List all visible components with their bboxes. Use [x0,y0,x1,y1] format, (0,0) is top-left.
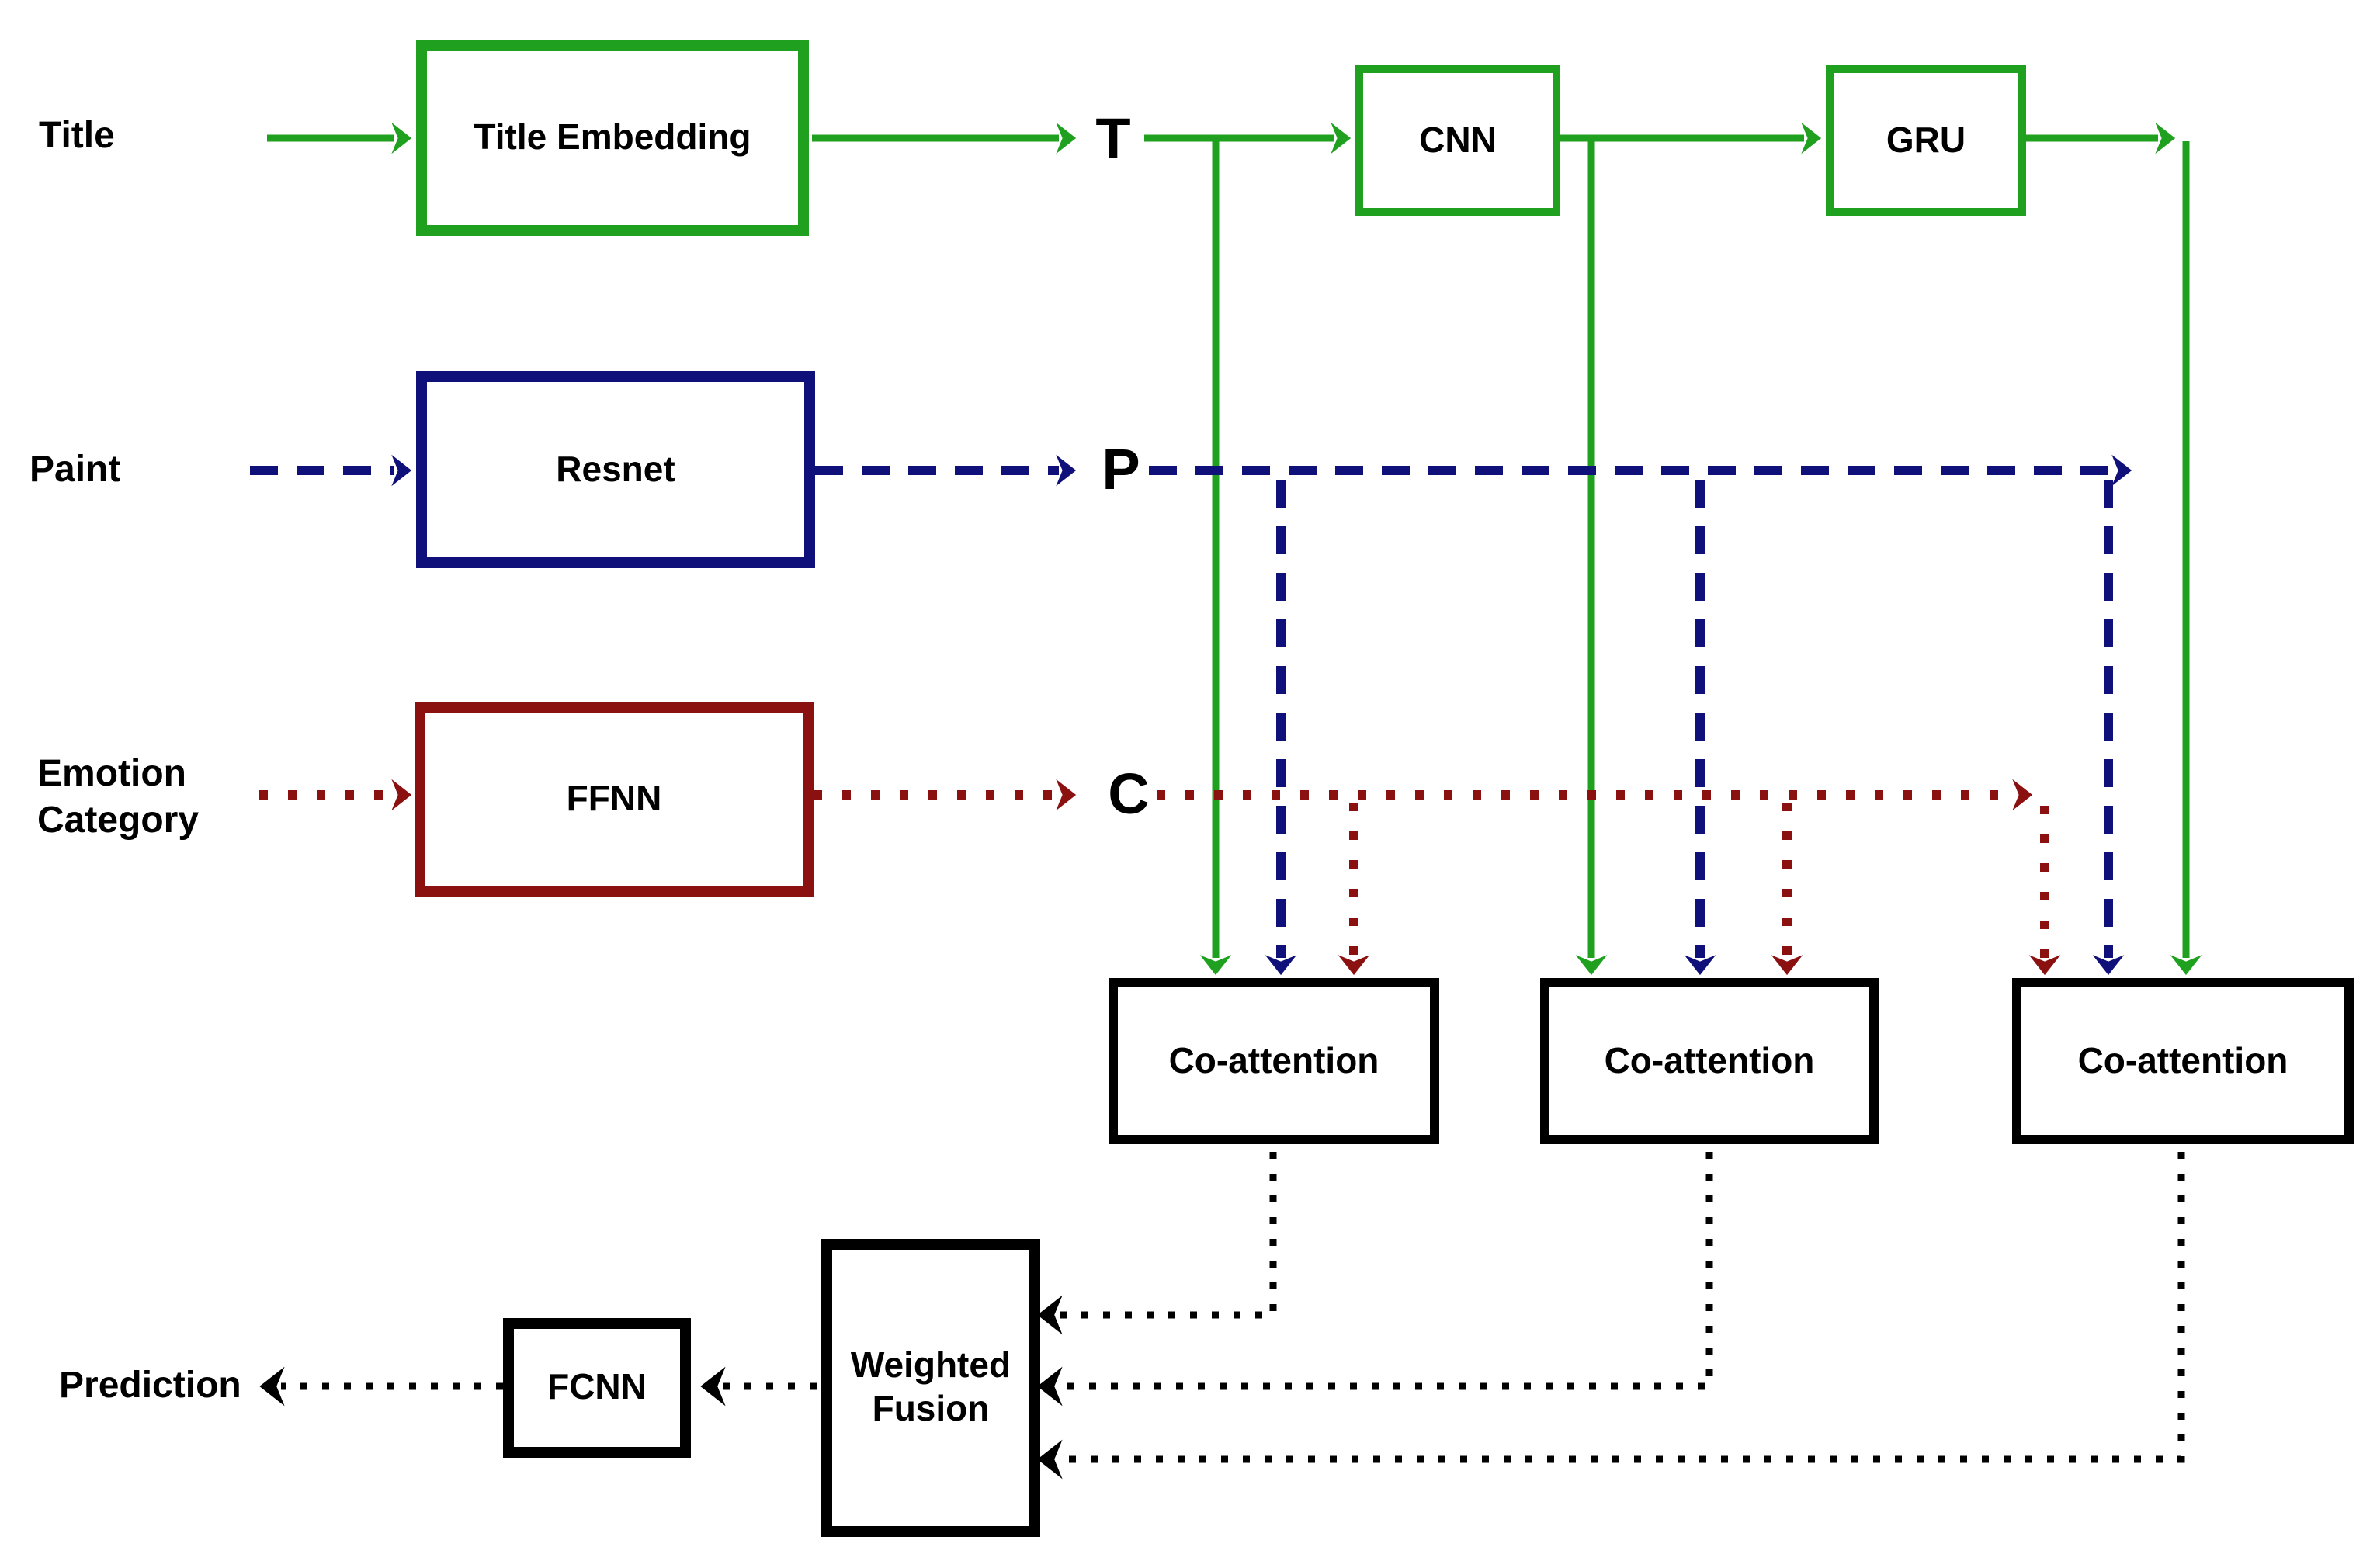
title-embedding-label: Title Embedding [474,116,751,158]
resnet-label: Resnet [556,448,675,489]
weighted-fusion-label: Weighted Fusion [850,1344,1011,1428]
title-stream-wires [267,122,2202,976]
cnn-label: CNN [1419,119,1497,160]
fcnn-box: FCNN [503,1318,691,1458]
arrow-coattention-2-to-fusion [1037,1152,1713,1407]
emotion-stream-wires [259,779,2061,976]
prediction-label: Prediction [59,1365,241,1407]
fcnn-label: FCNN [547,1366,647,1407]
feature-c-label: C [1108,762,1150,826]
co-attention-1-label: Co-attention [1168,1039,1379,1081]
ffnn-label: FFNN [566,778,662,819]
title-embedding-box: Title Embedding [416,40,809,236]
resnet-box: Resnet [416,371,815,568]
arrow-coattention-3-to-fusion [1037,1152,2185,1480]
ffnn-box: FFNN [415,702,814,897]
weighted-fusion-box: Weighted Fusion [821,1239,1040,1537]
co-attention-3-label: Co-attention [2077,1039,2288,1081]
co-attention-box-3: Co-attention [2012,978,2354,1144]
paint-stream-wires [250,454,2132,976]
gru-label: GRU [1886,119,1966,160]
cnn-box: CNN [1355,65,1560,216]
fusion-stream-wires [259,1152,2185,1480]
input-label-paint: Paint [29,449,121,491]
input-label-emotion-category: Emotion Category [37,753,200,841]
co-attention-2-label: Co-attention [1604,1039,1815,1081]
feature-p-label: P [1102,438,1140,501]
arrow-coattention-1-to-fusion [1037,1152,1277,1335]
feature-t-label: T [1095,107,1131,171]
co-attention-box-1: Co-attention [1109,978,1439,1144]
co-attention-box-2: Co-attention [1540,978,1879,1144]
input-label-title: Title [39,115,115,157]
gru-box: GRU [1826,65,2026,216]
